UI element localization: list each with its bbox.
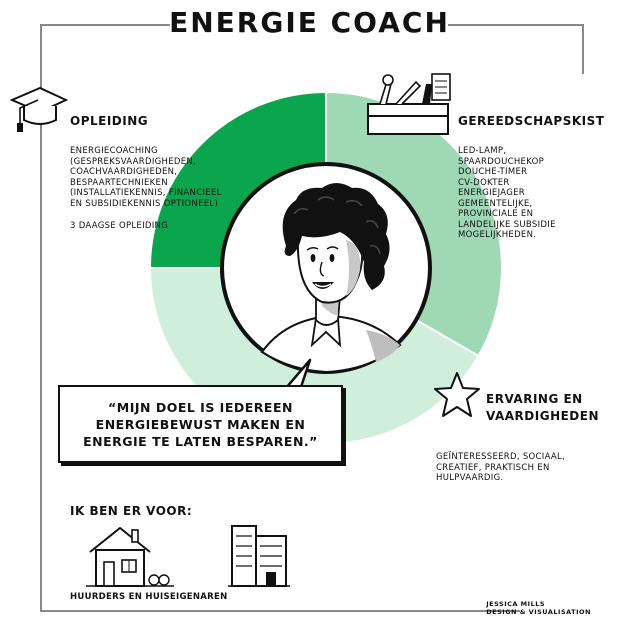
ervaring-title-line2: VAARDIGHEDEN xyxy=(486,409,600,423)
opleiding-line: ENERGIECOACHING xyxy=(70,146,158,156)
opleiding-line: COACHVAARDIGHEDEN, xyxy=(70,167,178,177)
opleiding-extra: 3 DAAGSE OPLEIDING xyxy=(70,221,169,231)
credit: JESSICA MILLS DESIGN & VISUALISATION xyxy=(486,600,591,616)
footer-caption: HUURDERS EN HUISEIGENAREN xyxy=(70,592,228,602)
section-title-opleiding: OPLEIDING xyxy=(70,114,149,128)
credit-name: JESSICA MILLS xyxy=(486,600,546,608)
gereedschap-line: MOGELIJKHEDEN. xyxy=(458,230,537,240)
opleiding-line: EN SUBSIDIEKENNIS OPTIONEEL) xyxy=(70,198,219,209)
credit-role: DESIGN & VISUALISATION xyxy=(486,608,591,616)
ervaring-line: CREATIEF, PRAKTISCH EN xyxy=(436,462,550,473)
section-title-ervaring: ERVARING EN VAARDIGHEDEN xyxy=(486,392,599,423)
gereedschap-line: GEMEENTELIJKE, xyxy=(458,198,533,209)
gereedschap-line: CV-DOKTER xyxy=(458,177,510,188)
opleiding-line: BESPAARTECHNIEKEN xyxy=(70,177,168,188)
ervaring-line: HULPVAARDIG. xyxy=(436,473,504,483)
gereedschapskist-text: LED-LAMP, SPAARDOUCHEKOP DOUCHE-TIMER CV… xyxy=(458,146,608,241)
graduation-cap-icon xyxy=(9,86,68,132)
frame-bottom xyxy=(40,610,520,612)
quote-bubble: “MIJN DOEL IS IEDEREEN ENERGIEBEWUST MAK… xyxy=(58,385,343,463)
ervaring-line: GEÏNTERESSEERD, SOCIAAL, xyxy=(436,452,566,462)
frame-top-right xyxy=(448,24,583,26)
toolbox-icon xyxy=(367,73,451,135)
ervaring-title-line1: ERVARING EN xyxy=(486,392,583,406)
ervaring-text: GEÏNTERESSEERD, SOCIAAL, CREATIEF, PRAKT… xyxy=(436,452,606,484)
frame-right xyxy=(582,24,584,74)
gereedschap-line: PROVINCIALE EN xyxy=(458,209,534,219)
portrait-illustration xyxy=(260,183,402,374)
gereedschap-line: LANDELIJKE SUBSIDIE xyxy=(458,219,556,230)
star-icon xyxy=(434,372,480,417)
gereedschap-line: ENERGIEJAGER xyxy=(458,188,525,198)
frame-top-left xyxy=(40,24,170,26)
gereedschap-line: SPAARDOUCHEKOP xyxy=(458,156,545,167)
opleiding-line: (INSTALLATIEKENNIS, FINANCIEEL xyxy=(70,188,222,198)
footer-heading: IK BEN ER VOOR: xyxy=(70,504,193,518)
section-title-gereedschapskist: GEREEDSCHAPSKIST xyxy=(458,114,605,128)
frame-left xyxy=(40,24,42,610)
house-icon xyxy=(86,526,174,587)
opleiding-text: ENERGIECOACHING (GESPREKSVAARDIGHEDEN, C… xyxy=(70,146,270,232)
opleiding-line: (GESPREKSVAARDIGHEDEN, xyxy=(70,156,197,167)
gereedschap-line: LED-LAMP, xyxy=(458,146,507,156)
gereedschap-line: DOUCHE-TIMER xyxy=(458,167,528,177)
apartment-building-icon xyxy=(228,525,290,587)
page-title: ENERGIE COACH xyxy=(169,6,450,39)
